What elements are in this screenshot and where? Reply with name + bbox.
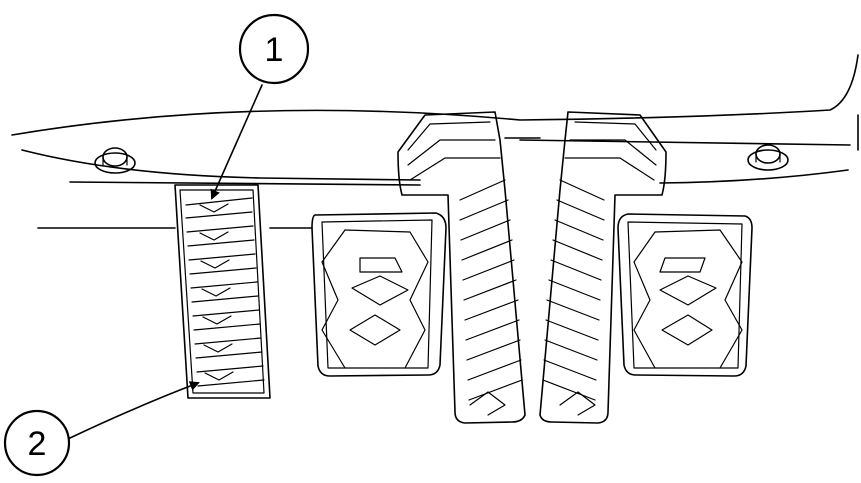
bolt-right [747, 144, 789, 171]
callout-2-label: 2 [28, 425, 47, 463]
floor-frame [11, 54, 859, 229]
right-pedal [617, 213, 753, 377]
left-pedal [311, 212, 447, 377]
callout-1: 1 [238, 13, 310, 85]
callout-1-circle [238, 13, 310, 85]
callout-1-label: 1 [265, 31, 284, 69]
callout-2-circle [3, 409, 71, 477]
center-right-pedal [539, 111, 667, 424]
callout-2: 2 [3, 409, 71, 477]
callout-2-leader [69, 381, 200, 439]
foot-rest-plate [174, 184, 271, 399]
bolt-left [94, 147, 136, 174]
callout-1-leader [210, 84, 263, 200]
center-left-pedal [397, 111, 526, 424]
